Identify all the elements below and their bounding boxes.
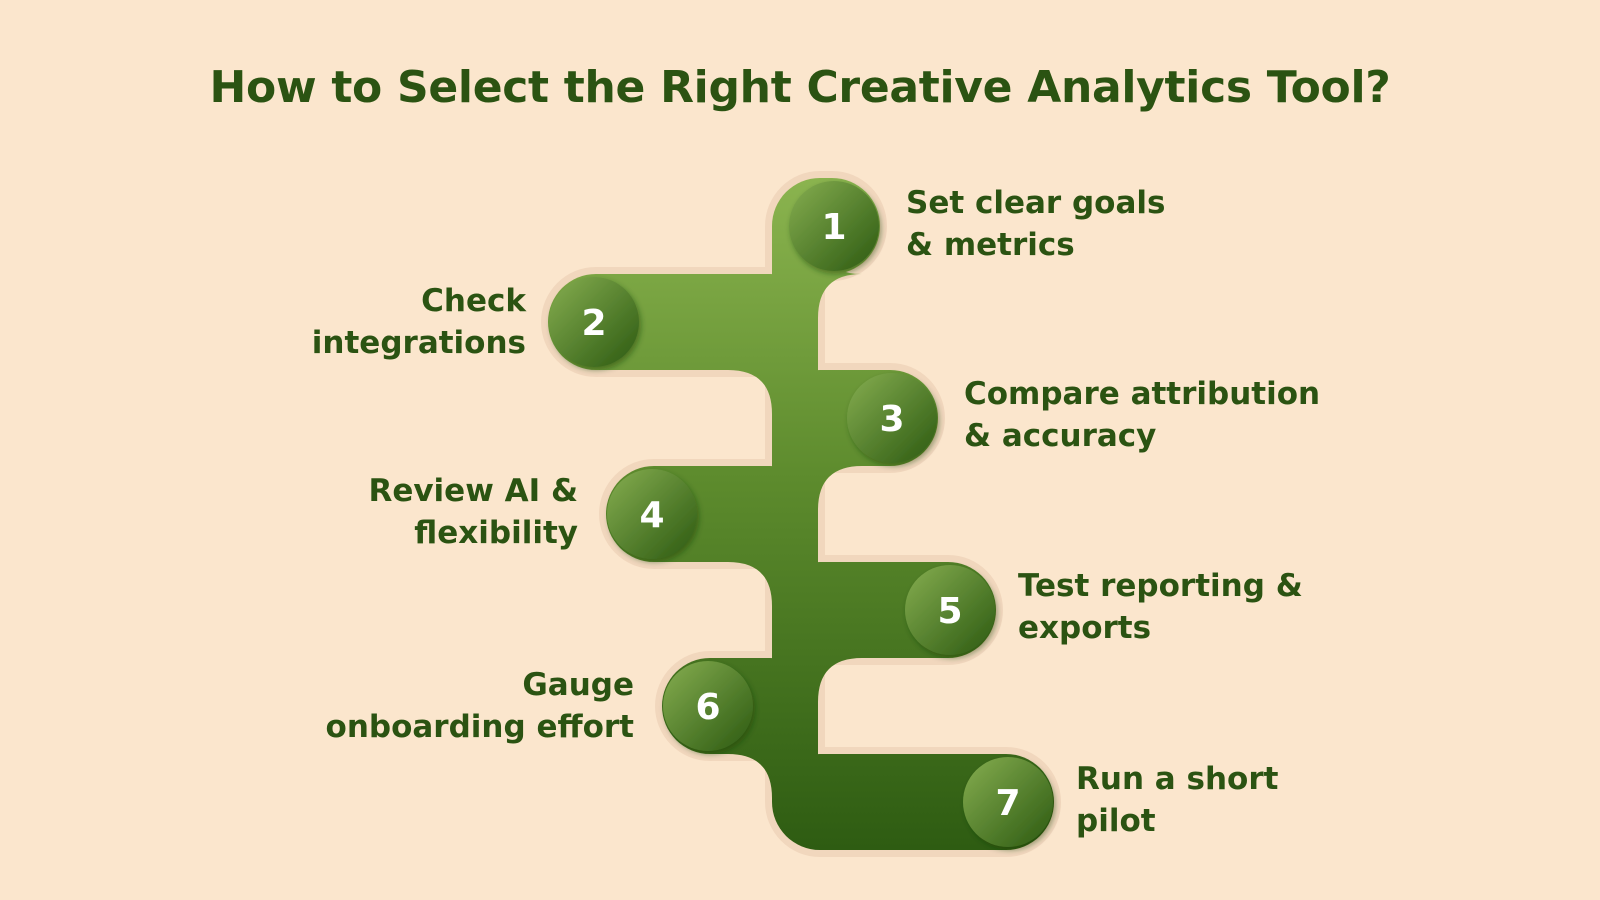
step-label-2: Check integrations <box>311 283 526 361</box>
step-number-6: 6 <box>695 687 720 728</box>
step-marker-5: 5 <box>905 565 995 655</box>
step-circle-7 <box>963 757 1053 847</box>
step-circle-4 <box>607 469 697 559</box>
step-number-2: 2 <box>581 303 606 344</box>
step-circle-6 <box>663 661 753 751</box>
step-circle-2 <box>549 277 639 367</box>
step-number-4: 4 <box>639 495 664 536</box>
step-circle-5 <box>905 565 995 655</box>
step-label-6: Gauge onboarding effort <box>325 667 634 745</box>
step-marker-2: 2 <box>549 277 639 367</box>
step-marker-1: 1 <box>789 181 879 271</box>
step-number-3: 3 <box>879 399 904 440</box>
step-label-7: Run a short pilot <box>1076 761 1279 839</box>
step-label-3: Compare attribution & accuracy <box>964 376 1321 454</box>
step-label-5: Test reporting & exports <box>1018 568 1303 646</box>
step-circles: 1 2 3 4 5 6 7 <box>549 181 1053 847</box>
step-marker-7: 7 <box>963 757 1053 847</box>
step-marker-6: 6 <box>663 661 753 751</box>
step-label-1: Set clear goals & metrics <box>906 185 1166 263</box>
step-number-5: 5 <box>937 591 962 632</box>
step-circle-3 <box>847 373 937 463</box>
page-title: How to Select the Right Creative Analyti… <box>209 62 1391 113</box>
step-label-4: Review AI & flexibility <box>368 473 578 551</box>
step-marker-4: 4 <box>607 469 697 559</box>
step-number-1: 1 <box>821 207 846 248</box>
step-marker-3: 3 <box>847 373 937 463</box>
step-number-7: 7 <box>995 783 1020 824</box>
step-circle-1 <box>789 181 879 271</box>
path-spine <box>772 226 818 802</box>
